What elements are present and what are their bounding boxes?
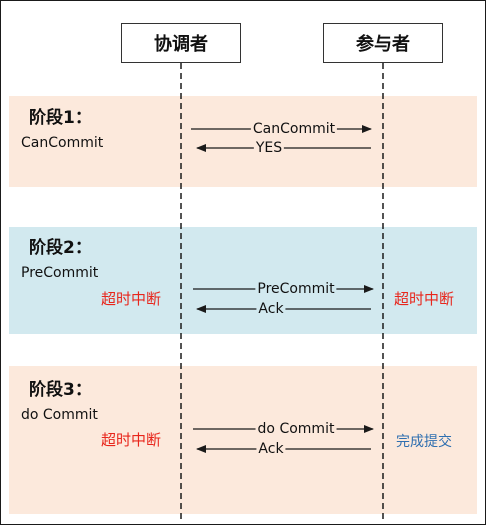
coordinator-actor-box: 协调者 bbox=[121, 23, 241, 63]
phase-3-title: 阶段3： bbox=[29, 380, 92, 400]
phase-3-name: do Commit bbox=[21, 407, 98, 423]
phase-2-title: 阶段2： bbox=[29, 238, 92, 258]
phase-1-name: CanCommit bbox=[21, 135, 104, 151]
phase-3-band bbox=[9, 366, 477, 514]
phase-2-coordinator-note: 超时中断 bbox=[101, 290, 162, 308]
phase-3-request-label: do Commit bbox=[255, 421, 337, 437]
participant-actor-box: 参与者 bbox=[323, 23, 443, 63]
phase-2-band bbox=[9, 227, 477, 334]
phase-2-request-label: PreCommit bbox=[255, 281, 337, 297]
phase-1-response-label: YES bbox=[253, 140, 285, 156]
phase-1-band bbox=[9, 96, 477, 187]
phase-1-request-label: CanCommit bbox=[250, 121, 338, 137]
phase-1-title: 阶段1： bbox=[29, 108, 92, 128]
phase-2-response-label: Ack bbox=[256, 301, 286, 317]
phase-3-coordinator-note: 超时中断 bbox=[101, 431, 162, 449]
phase-3-response-label: Ack bbox=[256, 441, 286, 457]
phase-2-participant-note: 超时中断 bbox=[394, 290, 455, 308]
phase-3-participant-note: 完成提交 bbox=[396, 434, 452, 450]
phase-2-name: PreCommit bbox=[21, 265, 99, 281]
